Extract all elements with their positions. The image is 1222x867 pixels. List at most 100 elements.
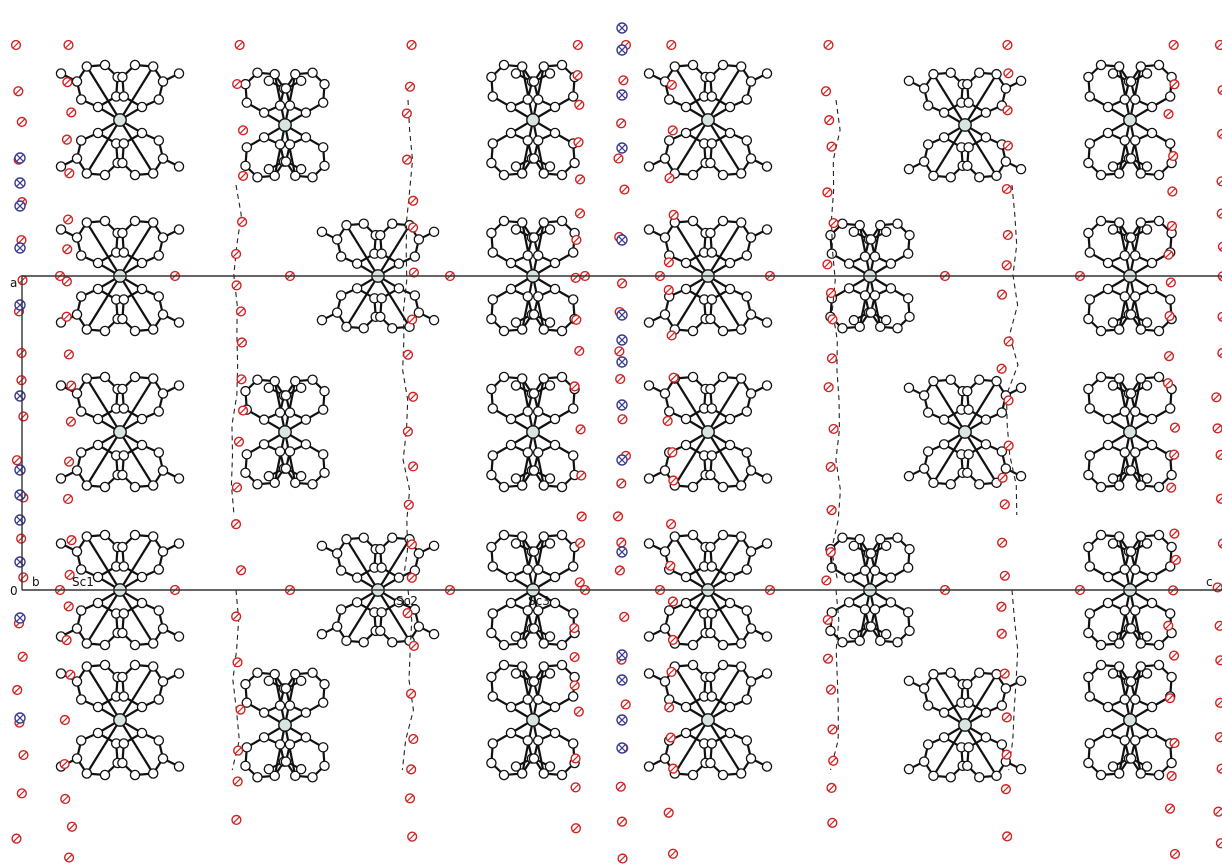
- carbon-atom: [659, 388, 671, 399]
- water-oxygen: [1169, 737, 1180, 749]
- carbon-atom: [991, 68, 1002, 80]
- carbon-atom: [300, 107, 312, 118]
- water-oxygen: [236, 374, 247, 385]
- water-oxygen: [667, 596, 679, 607]
- water-oxygen: [574, 99, 585, 110]
- water-oxygen: [996, 601, 1007, 612]
- carbon-atom: [1125, 76, 1137, 87]
- carbon-atom: [659, 153, 671, 164]
- carbon-atom: [117, 541, 128, 553]
- water-oxygen: [1165, 277, 1176, 288]
- water-oxygen: [236, 337, 248, 348]
- carbon-atom: [376, 248, 387, 259]
- carbon-atom: [118, 138, 130, 149]
- water-oxygen: [668, 475, 679, 486]
- carbon-atom: [680, 571, 692, 583]
- hydrogen-bond-path: [230, 184, 242, 516]
- nitrogen-atoms: [14, 22, 628, 754]
- carbon-atom: [92, 101, 104, 113]
- bond: [858, 589, 872, 642]
- water-oxygen: [18, 749, 29, 761]
- carbon-atom: [680, 701, 692, 713]
- water-oxygen: [232, 657, 243, 668]
- carbon-atom: [505, 413, 517, 425]
- bond: [868, 538, 882, 591]
- carbon-atom: [341, 635, 352, 647]
- water-oxygen: [665, 732, 676, 743]
- carbon-atom: [147, 373, 159, 384]
- water-oxygen: [827, 817, 838, 828]
- carbon-atom: [117, 627, 128, 639]
- bond: [119, 221, 155, 277]
- carbon-atom: [240, 78, 251, 90]
- carbon-atom: [335, 565, 347, 576]
- carbon-atom: [129, 169, 141, 181]
- carbon-atom: [659, 676, 671, 687]
- nitrogen-atom: [616, 44, 628, 56]
- water-oxygen: [64, 168, 75, 179]
- carbon-atom: [1095, 769, 1107, 781]
- bond: [531, 536, 545, 591]
- water-oxygen: [1166, 220, 1178, 232]
- carbon-atom: [643, 224, 655, 235]
- carbon-atom: [904, 625, 915, 637]
- carbon-atom: [173, 224, 185, 235]
- nitrogen-atom: [14, 242, 26, 254]
- water-oxygen: [666, 666, 677, 677]
- carbon-atom: [1129, 447, 1141, 458]
- carbon-atom: [880, 314, 892, 326]
- carbon-atom: [1125, 388, 1137, 399]
- carbon-atom: [549, 127, 561, 139]
- carbon-atom: [687, 169, 699, 181]
- carbon-atom: [1083, 469, 1094, 481]
- carbon-atom: [428, 314, 440, 326]
- water-oxygen: [406, 539, 417, 550]
- bond: [868, 224, 882, 277]
- carbon-atom: [153, 94, 165, 105]
- carbon-atom: [848, 540, 860, 552]
- water-oxygen: [402, 426, 413, 437]
- carbon-atom: [567, 450, 579, 461]
- carbon-atom: [136, 727, 148, 739]
- carbon-atom: [717, 215, 729, 227]
- carbon-atom: [157, 232, 169, 243]
- bond: [85, 119, 121, 175]
- carbon-atom: [687, 529, 699, 541]
- carbon-atom: [643, 668, 655, 679]
- water-oxygen: [826, 504, 837, 516]
- carbon-atom: [741, 694, 753, 705]
- bond: [521, 222, 535, 277]
- carbon-atom: [706, 450, 718, 461]
- water-oxygen: [1169, 79, 1180, 90]
- carbon-atom: [528, 388, 540, 399]
- carbon-atom: [659, 546, 671, 557]
- carbon-atom: [741, 447, 753, 458]
- carbon-atom: [1107, 317, 1119, 328]
- carbon-atom: [922, 700, 934, 711]
- carbon-atom: [532, 447, 544, 458]
- water-oxygen: [66, 535, 77, 546]
- bond: [531, 66, 545, 121]
- carbon-atom: [157, 623, 169, 634]
- bond: [1128, 431, 1142, 486]
- carbon-atom: [498, 215, 510, 227]
- carbon-atom: [55, 538, 67, 549]
- carbon-atom: [528, 153, 540, 164]
- water-oxygen: [401, 154, 413, 165]
- carbon-atom: [487, 561, 499, 572]
- bond: [1118, 666, 1132, 721]
- bond: [521, 119, 535, 174]
- sc-complex: [903, 374, 1027, 490]
- carbon-atom: [903, 75, 915, 87]
- bond: [673, 535, 709, 591]
- carbon-atom: [252, 772, 263, 783]
- water-oxygen: [59, 758, 70, 770]
- atom-label-sc2: Sc2: [396, 594, 418, 608]
- carbon-atom: [1146, 439, 1158, 451]
- carbon-atom: [290, 477, 301, 489]
- nitrogen-atom: [616, 356, 628, 368]
- carbon-atom: [724, 257, 736, 269]
- carbon-atom: [510, 631, 522, 642]
- carbon-atom: [724, 413, 736, 425]
